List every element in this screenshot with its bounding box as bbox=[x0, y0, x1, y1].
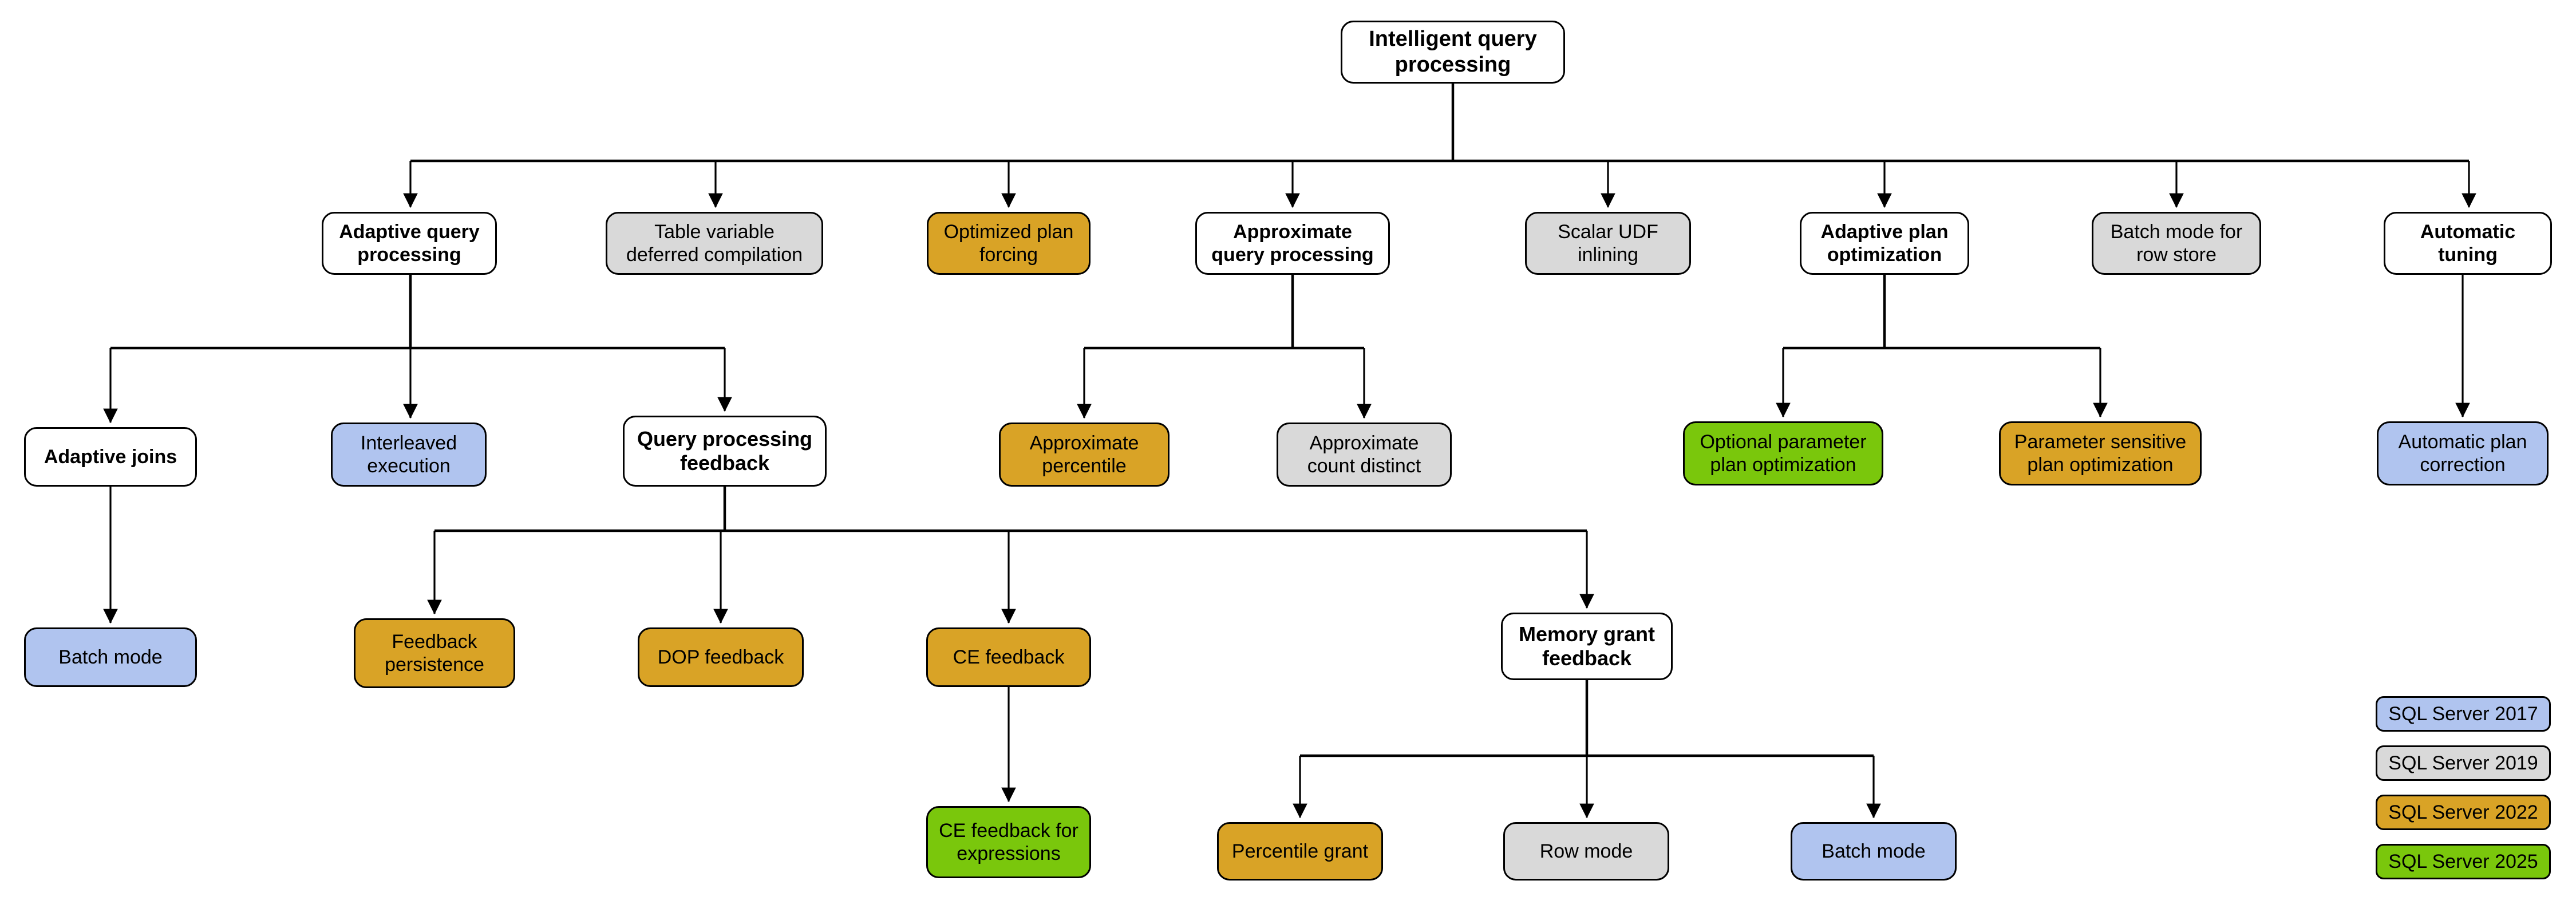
node-batch-mode-for-row-store[interactable]: Batch mode for row store bbox=[2092, 212, 2261, 275]
node-optional-parameter-plan-optimization[interactable]: Optional parameter plan optimization bbox=[1683, 421, 1883, 485]
node-batch-mode-adaptive-joins[interactable]: Batch mode bbox=[24, 627, 197, 687]
node-interleaved-execution[interactable]: Interleaved execution bbox=[331, 423, 487, 487]
node-table-variable-deferred-compilation[interactable]: Table variable deferred compilation bbox=[606, 212, 823, 275]
node-memory-grant-feedback[interactable]: Memory grant feedback bbox=[1501, 613, 1673, 680]
node-automatic-tuning[interactable]: Automatic tuning bbox=[2384, 212, 2552, 275]
node-adaptive-joins[interactable]: Adaptive joins bbox=[24, 427, 197, 487]
node-dop-feedback[interactable]: DOP feedback bbox=[638, 627, 804, 687]
legend-sql-server-2017: SQL Server 2017 bbox=[2376, 696, 2551, 732]
legend-sql-server-2019: SQL Server 2019 bbox=[2376, 745, 2551, 781]
node-scalar-udf-inlining[interactable]: Scalar UDF inlining bbox=[1525, 212, 1691, 275]
node-ce-feedback-for-expressions[interactable]: CE feedback for expressions bbox=[926, 806, 1091, 878]
node-ce-feedback[interactable]: CE feedback bbox=[926, 627, 1091, 687]
node-batch-mode-memory-grant[interactable]: Batch mode bbox=[1791, 822, 1957, 881]
node-approximate-query-processing[interactable]: Approximate query processing bbox=[1195, 212, 1390, 275]
node-intelligent-query-processing[interactable]: Intelligent query processing bbox=[1341, 21, 1565, 84]
node-adaptive-query-processing[interactable]: Adaptive query processing bbox=[322, 212, 497, 275]
node-query-processing-feedback[interactable]: Query processing feedback bbox=[623, 416, 827, 487]
node-optimized-plan-forcing[interactable]: Optimized plan forcing bbox=[927, 212, 1091, 275]
node-row-mode[interactable]: Row mode bbox=[1503, 822, 1669, 881]
legend-sql-server-2022: SQL Server 2022 bbox=[2376, 795, 2551, 830]
node-adaptive-plan-optimization[interactable]: Adaptive plan optimization bbox=[1800, 212, 1969, 275]
node-approximate-percentile[interactable]: Approximate percentile bbox=[999, 423, 1170, 487]
node-percentile-grant[interactable]: Percentile grant bbox=[1217, 822, 1383, 881]
edges-group bbox=[103, 84, 2476, 819]
legend-sql-server-2025: SQL Server 2025 bbox=[2376, 844, 2551, 879]
node-parameter-sensitive-plan-optimization[interactable]: Parameter sensitive plan optimization bbox=[1999, 421, 2202, 485]
node-approximate-count-distinct[interactable]: Approximate count distinct bbox=[1277, 423, 1452, 487]
node-feedback-persistence[interactable]: Feedback persistence bbox=[354, 618, 515, 688]
node-automatic-plan-correction[interactable]: Automatic plan correction bbox=[2377, 421, 2549, 485]
